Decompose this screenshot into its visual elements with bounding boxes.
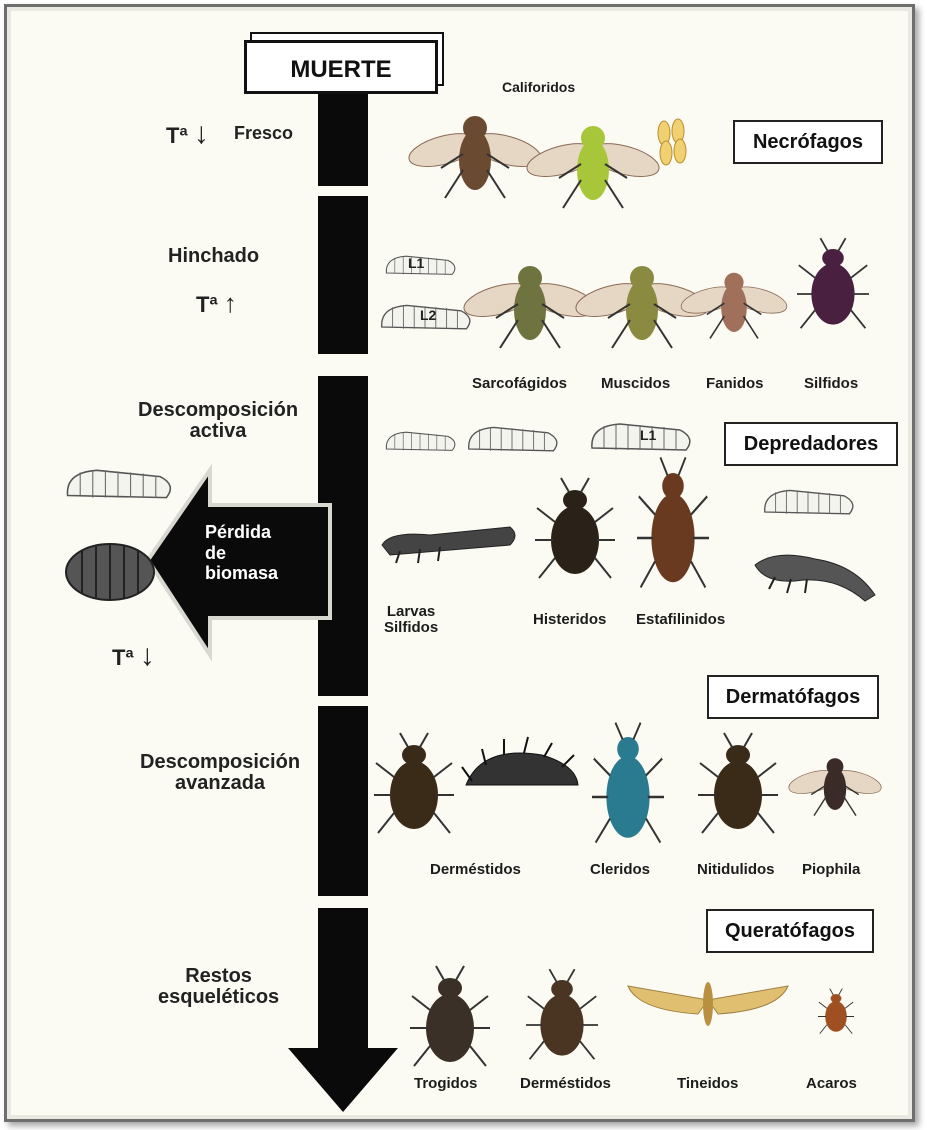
- label-larvas-line2: Silfidos: [384, 620, 438, 636]
- fly-califoridos-2: [524, 126, 663, 208]
- label-larvas-line1: Larvas: [384, 604, 438, 620]
- beetle-nitidulidos: [698, 733, 778, 833]
- larva-crawling-right: [755, 555, 875, 601]
- label-muscidos: Muscidos: [601, 376, 670, 392]
- eggs-icon: [658, 119, 686, 165]
- beetle-estafilinidos: [637, 457, 709, 587]
- tag-l2: L2: [420, 308, 436, 323]
- label-cleridos: Cleridos: [590, 862, 650, 878]
- fly-fanidos: [678, 273, 789, 339]
- label-fanidos: Fanidos: [706, 376, 764, 392]
- label-tineidos: Tineidos: [677, 1076, 738, 1092]
- fly-piophila: [786, 758, 883, 815]
- label-acaros: Acaros: [806, 1076, 857, 1092]
- larva-row-1: [386, 432, 455, 450]
- label-silfidos: Silfidos: [804, 376, 858, 392]
- pupa-left: [66, 544, 154, 600]
- larva-row-2: [469, 427, 557, 450]
- beetle-dermestidos-2: [526, 969, 598, 1059]
- beetle-dermestidos-1: [374, 733, 454, 833]
- tag-l1: L1: [408, 256, 424, 271]
- tag-l1-b: L1: [640, 428, 656, 443]
- label-nitidulidos: Nitidulidos: [697, 862, 775, 878]
- label-sarcofagidos: Sarcofágidos: [472, 376, 567, 392]
- larva-hairy: [462, 737, 578, 785]
- larva-dark-right: [765, 490, 853, 513]
- larva-left-white: [67, 470, 170, 497]
- beetle-trogidos: [410, 966, 490, 1066]
- label-dermestidos: Derméstidos: [430, 862, 521, 878]
- fly-califoridos-1: [406, 116, 545, 198]
- beetle-cleridos: [592, 723, 664, 843]
- label-trogidos: Trogidos: [414, 1076, 477, 1092]
- beetle-silfidos: [797, 238, 869, 328]
- label-piophila: Piophila: [802, 862, 860, 878]
- mite-acaros: [818, 989, 854, 1034]
- moth-tineidos: [628, 982, 788, 1026]
- label-histeridos: Histeridos: [533, 612, 606, 628]
- label-califoridos: Califoridos: [502, 80, 575, 95]
- label-larvas-silfidos: Larvas Silfidos: [384, 604, 438, 636]
- label-estafilinidos: Estafilinidos: [636, 612, 725, 628]
- label-dermestidos-2: Derméstidos: [520, 1076, 611, 1092]
- beetle-histeridos: [535, 478, 615, 578]
- larva-silfidos-flat: [382, 527, 515, 563]
